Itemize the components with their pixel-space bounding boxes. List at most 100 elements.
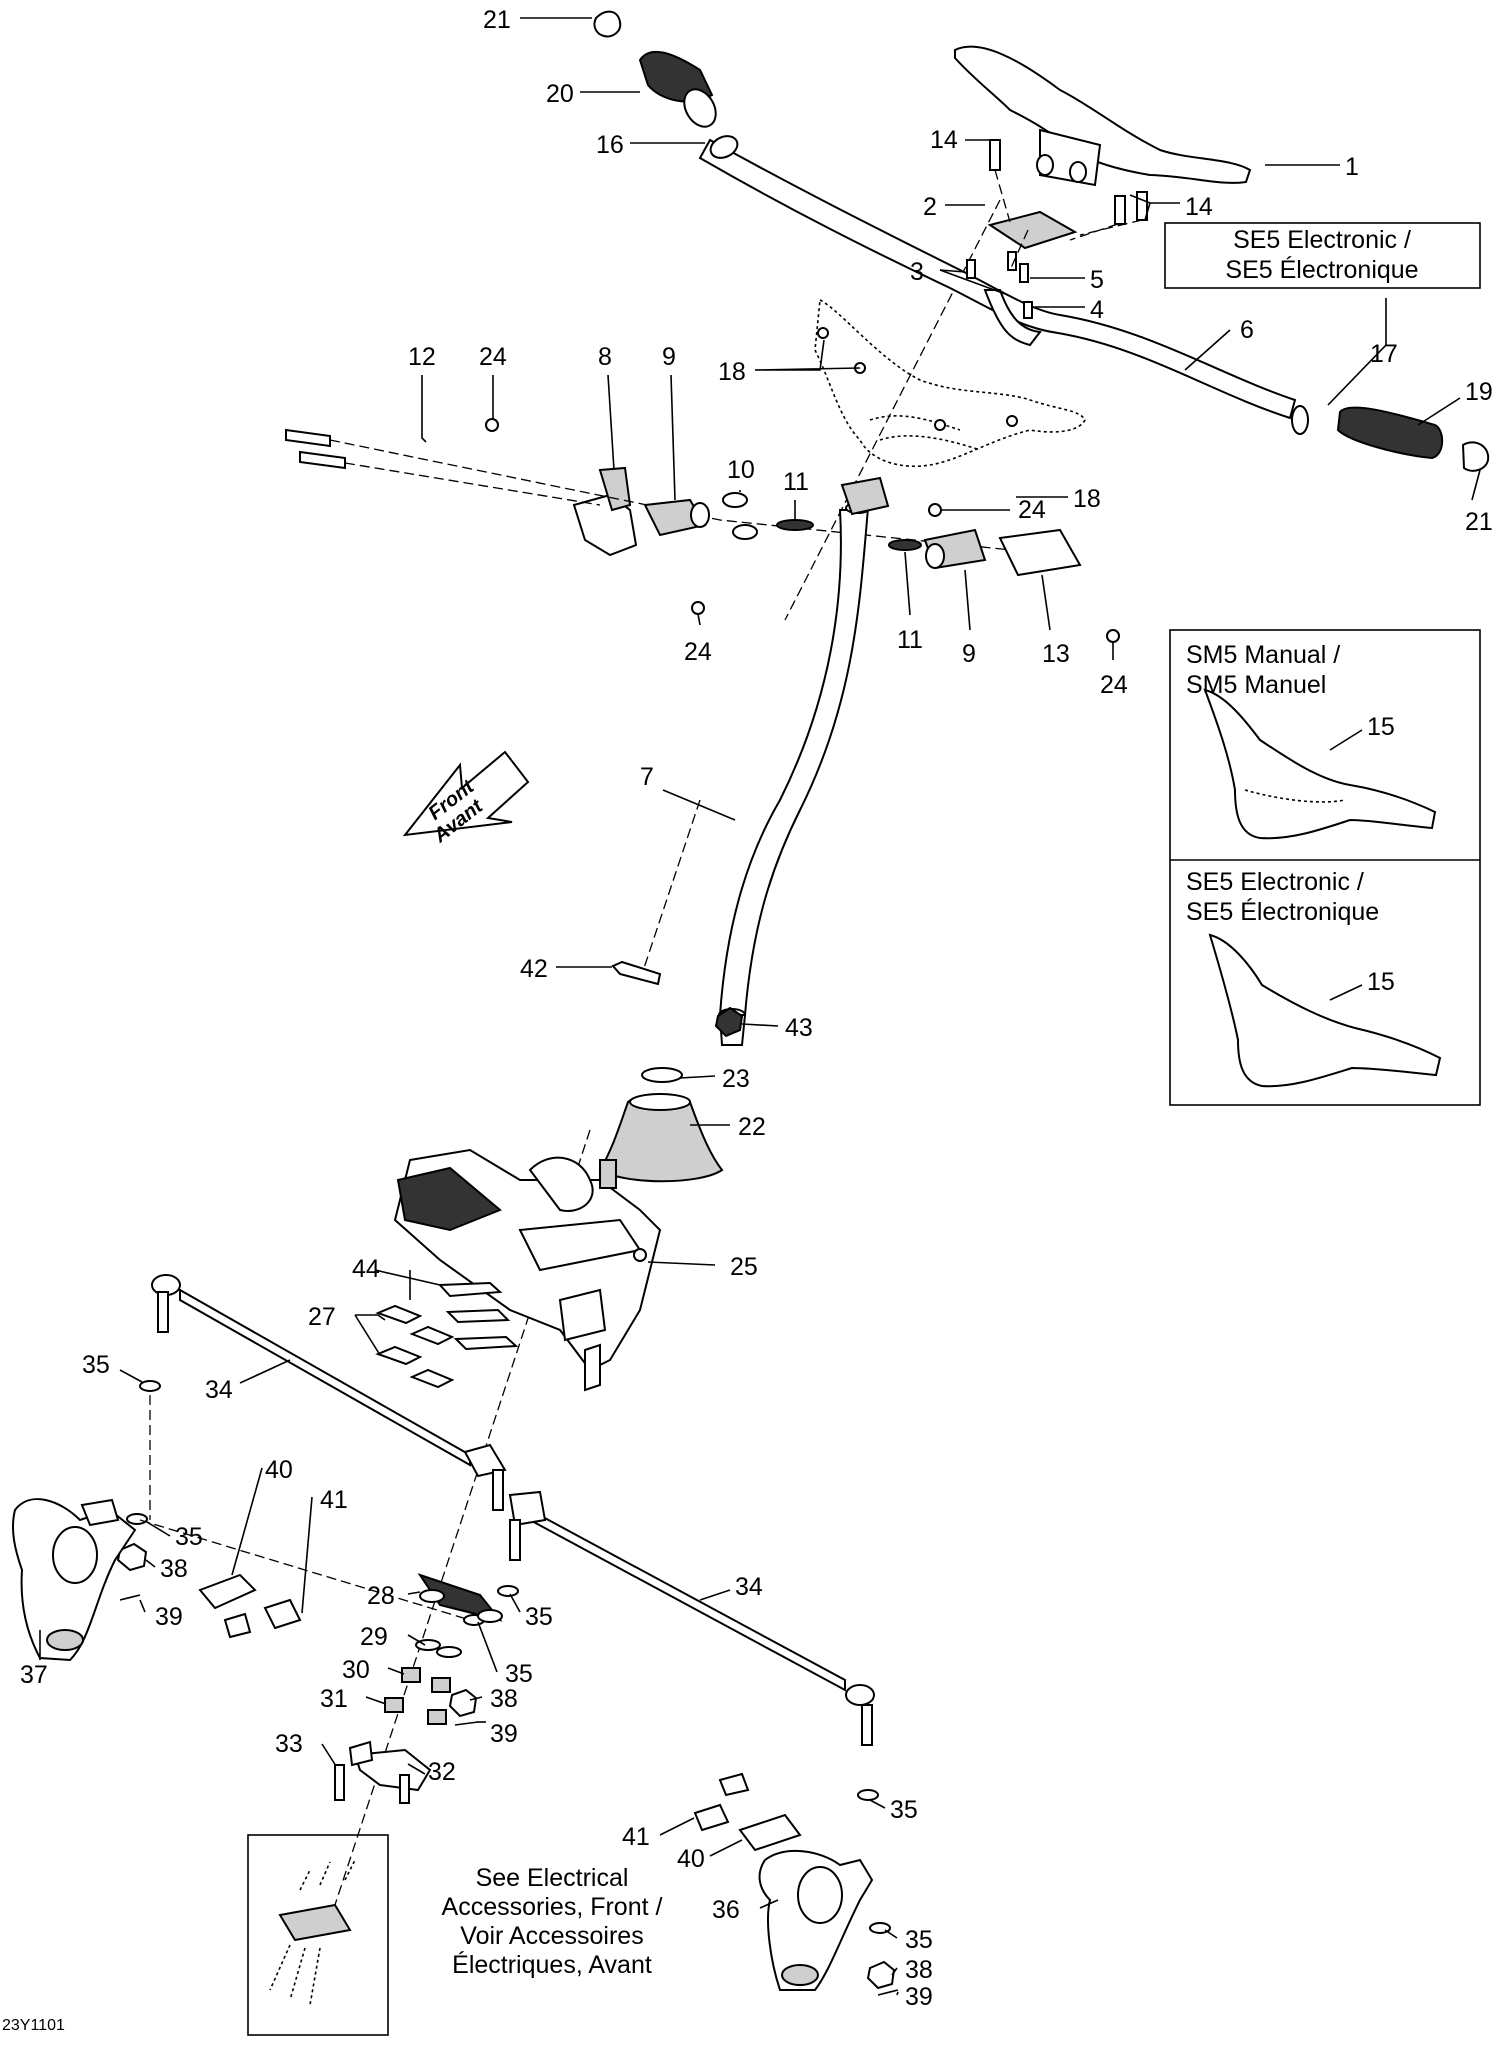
callout-9-right: 9 (962, 640, 976, 668)
lower-handlebar-cover-dotted (814, 298, 1086, 468)
callout-10: 10 (727, 456, 755, 484)
callout-13: 13 (1042, 640, 1070, 668)
bushings-10 (722, 492, 758, 540)
callout-30: 30 (342, 1656, 370, 1684)
nut-43 (714, 1006, 744, 1038)
callout-31: 31 (320, 1685, 348, 1713)
callout-15-sm5: 15 (1367, 713, 1395, 741)
callout-numbers: 21 20 16 1 14 2 14 3 5 4 6 17 19 21 18 1… (20, 6, 1493, 2011)
callout-2: 2 (923, 193, 937, 221)
handlebar-cover-top (954, 45, 1252, 187)
tie-rod-right (508, 1490, 875, 1746)
callout-35-center: 35 (505, 1660, 533, 1688)
bolts-3-4-5 (966, 251, 1033, 319)
callout-34-right: 34 (735, 1573, 763, 1601)
callout-16: 16 (596, 131, 624, 159)
shims-44 (437, 1281, 519, 1351)
bolts-41-right (693, 1772, 750, 1832)
left-grip (638, 50, 717, 128)
sm5-box-line1: SM5 Manual / (1186, 641, 1340, 669)
steering-arm-28 (417, 1573, 503, 1623)
tie-rod-ends-center (492, 1469, 521, 1561)
knuckle-right-36 (758, 1849, 874, 1991)
callout-37: 37 (20, 1661, 48, 1689)
callout-20: 20 (546, 80, 574, 108)
callout-44: 44 (352, 1255, 380, 1283)
callout-35-center-top: 35 (525, 1603, 553, 1631)
callout-14-top: 14 (930, 126, 958, 154)
screws-18 (817, 327, 1018, 431)
see-note-line1: See Electrical (476, 1864, 629, 1892)
callout-17: 17 (1370, 340, 1398, 368)
callout-1: 1 (1345, 153, 1359, 181)
callout-35-right-top: 35 (890, 1796, 918, 1824)
see-note-line2: Accessories, Front / (442, 1893, 663, 1921)
callout-23: 23 (722, 1065, 750, 1093)
front-arrow: Front Avant (402, 750, 530, 848)
callout-18-left: 18 (718, 358, 746, 386)
leader-lines (39, 17, 1481, 1996)
tie-rod-arm-40-right (738, 1813, 802, 1852)
tie-rod-left (151, 1274, 507, 1478)
callout-12: 12 (408, 343, 436, 371)
lower-bracket-32 (348, 1740, 432, 1792)
callout-33: 33 (275, 1730, 303, 1758)
callout-41-right: 41 (622, 1823, 650, 1851)
cotter-pins-39 (119, 1594, 899, 1996)
callout-18-right: 18 (1073, 485, 1101, 513)
cover-15-sm5 (1203, 688, 1437, 840)
nuts-38 (116, 1542, 896, 1990)
callout-38-left: 38 (160, 1555, 188, 1583)
callout-39-center: 39 (490, 1720, 518, 1748)
callout-15-se5: 15 (1367, 968, 1395, 996)
callout-39-left: 39 (155, 1603, 183, 1631)
callout-21-top: 21 (483, 6, 511, 34)
callout-14-right: 14 (1185, 193, 1213, 221)
ferrule-16 (709, 135, 739, 159)
bolt-42 (611, 960, 662, 986)
callout-32: 32 (428, 1758, 456, 1786)
callout-5: 5 (1090, 266, 1104, 294)
callout-3: 3 (910, 258, 924, 286)
diagram-code: 23Y1101 (2, 2017, 65, 2034)
callout-41-left: 41 (320, 1486, 348, 1514)
callout-29: 29 (360, 1623, 388, 1651)
callout-39-right: 39 (905, 1983, 933, 2011)
callout-4: 4 (1090, 296, 1104, 324)
se5-top-box: SE5 Electronic / SE5 Électronique (1164, 222, 1481, 289)
right-grip (1291, 405, 1444, 460)
callout-11-bottom: 11 (897, 626, 923, 654)
se5-top-line1: SE5 Electronic / (1233, 226, 1411, 254)
callout-35-right-bottom: 35 (905, 1926, 933, 1954)
callout-24-right: 24 (1018, 496, 1046, 524)
see-note-line4: Électriques, Avant (452, 1950, 652, 1979)
handlebar (698, 138, 1297, 420)
washers-29 (415, 1639, 462, 1658)
callout-28: 28 (367, 1582, 395, 1610)
callout-34-left: 34 (205, 1376, 233, 1404)
callout-42: 42 (520, 955, 548, 983)
callout-24-bottom-right: 24 (1100, 671, 1128, 699)
spacers-30 (401, 1667, 451, 1693)
callout-25: 25 (730, 1253, 758, 1281)
steering-column (718, 476, 890, 1046)
grip-end-plug-top (593, 10, 622, 38)
callout-40-right: 40 (677, 1845, 705, 1873)
callout-7: 7 (640, 763, 654, 791)
callout-11-top: 11 (783, 468, 809, 496)
callout-9-left: 9 (662, 343, 676, 371)
callout-40-left: 40 (265, 1456, 293, 1484)
rings-11 (776, 519, 922, 551)
callout-21-right: 21 (1465, 508, 1493, 536)
electrical-accessories-inset: See Electrical Accessories, Front / Voir… (247, 1834, 663, 2036)
bushing-9-right (923, 528, 987, 570)
steering-axis-line (329, 199, 1001, 1921)
grip-end-plug-right (1461, 441, 1490, 472)
snap-ring-23 (641, 1067, 683, 1083)
clamp-plate (987, 210, 1078, 250)
knuckle-left-37 (12, 1498, 137, 1662)
callout-6: 6 (1240, 316, 1254, 344)
clamp-bracket-8 (572, 466, 638, 557)
bushing-9-left (643, 498, 710, 537)
